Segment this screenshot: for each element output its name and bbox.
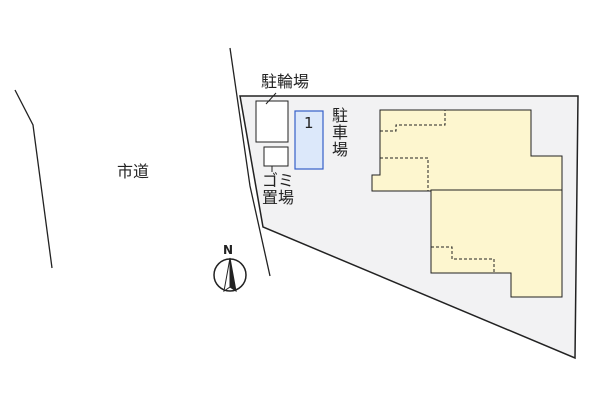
road-edge-right — [229, 47, 271, 277]
parking-space-1 — [294, 110, 324, 170]
north-label: N — [223, 243, 234, 257]
parking-space-number: 1 — [304, 114, 314, 132]
city-road-label: 市道 — [117, 162, 150, 181]
garbage-area-label-line1: ゴミ — [262, 171, 295, 190]
unit-divider-upper — [380, 110, 446, 132]
garbage-area-label: ゴミ 置場 — [262, 172, 294, 206]
parking-label: 駐車場 — [329, 107, 348, 158]
garbage-area-label-line2: 置場 — [262, 188, 295, 207]
garbage-area-box — [263, 146, 289, 167]
bicycle-parking-label: 駐輪場 — [261, 72, 310, 91]
building-lower — [430, 189, 563, 298]
road-edge-left — [14, 89, 53, 269]
unit-divider-middle — [380, 157, 429, 191]
north-arrow-icon — [213, 257, 247, 293]
bicycle-parking-leader — [265, 92, 277, 105]
unit-divider-lower — [431, 246, 495, 273]
bicycle-parking-box — [255, 100, 289, 143]
